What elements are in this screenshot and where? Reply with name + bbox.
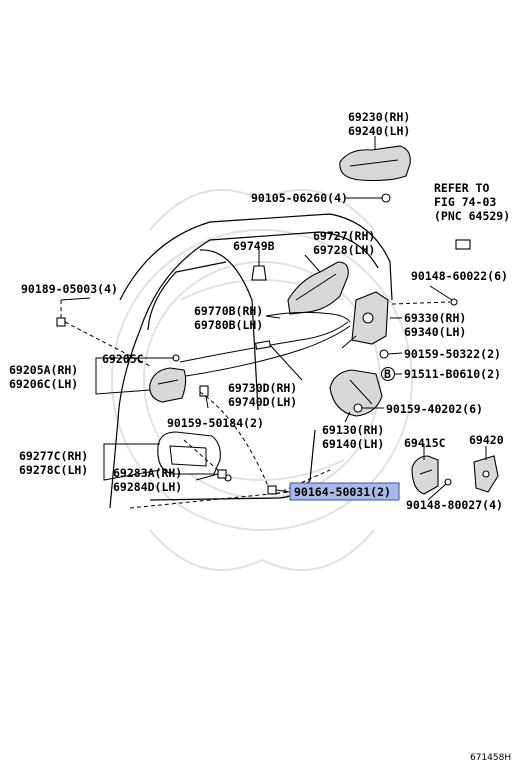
label-90159-b: 90159-50184(2) bbox=[167, 416, 264, 430]
label-69728: 69728(LH) bbox=[313, 243, 375, 257]
label-90148-a: 90148-60022(6) bbox=[411, 269, 508, 283]
door-cables bbox=[179, 321, 351, 377]
clip-69749 bbox=[251, 256, 267, 281]
label-69278: 69278C(LH) bbox=[19, 463, 88, 477]
label-90189: 90189-05003(4) bbox=[21, 282, 118, 296]
inside-handle bbox=[149, 354, 187, 403]
label-69284: 69284D(LH) bbox=[113, 480, 182, 494]
ref-part-64529 bbox=[455, 239, 471, 250]
label-69230: 69230(RH) bbox=[348, 110, 410, 124]
label-69730: 69730D(RH) bbox=[228, 381, 297, 395]
label-90164: 90164-50031(2) bbox=[294, 485, 391, 499]
leader-lines bbox=[60, 197, 487, 501]
label-69140: 69140(LH) bbox=[322, 437, 384, 451]
label-69206c: 69206C(LH) bbox=[9, 377, 78, 391]
lock-motor bbox=[329, 369, 383, 417]
label-69205c: 69205C bbox=[102, 352, 144, 366]
handle-link bbox=[287, 254, 349, 315]
label-90105: 90105-06260(4) bbox=[251, 191, 348, 205]
label-69330: 69330(RH) bbox=[404, 311, 466, 325]
label-69130: 69130(RH) bbox=[322, 423, 384, 437]
label-69415c: 69415C bbox=[404, 436, 446, 450]
highlight-90164 bbox=[289, 482, 400, 501]
part-labels: 69230(RH) 69240(LH) 90105-06260(4) REFER… bbox=[9, 110, 511, 763]
label-69740: 69740D(LH) bbox=[228, 395, 297, 409]
refer-line-2: FIG 74-03 bbox=[434, 195, 496, 209]
handle-bezel bbox=[157, 431, 232, 482]
label-91511: 91511-B0610(2) bbox=[404, 367, 501, 381]
refer-line-3: (PNC 64529) bbox=[434, 209, 510, 223]
screw-90164 bbox=[267, 485, 277, 495]
lock-rod bbox=[265, 311, 351, 323]
circle-b-marker-ring bbox=[380, 366, 396, 382]
door-lock bbox=[341, 291, 458, 359]
screw-90159-50184 bbox=[199, 385, 209, 397]
label-90159-a: 90159-50322(2) bbox=[404, 347, 501, 361]
label-69205a: 69205A(RH) bbox=[9, 363, 78, 377]
label-69727: 69727(RH) bbox=[313, 229, 375, 243]
label-69749: 69749B bbox=[233, 239, 275, 253]
label-69283: 69283A(RH) bbox=[113, 466, 182, 480]
label-69420: 69420 bbox=[469, 433, 504, 447]
label-90159-c: 90159-40202(6) bbox=[386, 402, 483, 416]
label-69277: 69277C(RH) bbox=[19, 449, 88, 463]
label-90148-b: 90148-80027(4) bbox=[406, 498, 503, 512]
label-69240: 69240(LH) bbox=[348, 124, 410, 138]
striker-plate bbox=[411, 455, 439, 495]
label-69340: 69340(LH) bbox=[404, 325, 466, 339]
outside-handle bbox=[339, 136, 411, 203]
leader-lines-dashed bbox=[60, 300, 331, 509]
label-69780: 69780B(LH) bbox=[194, 318, 263, 332]
bolt-90189 bbox=[56, 317, 66, 327]
label-69770: 69770B(RH) bbox=[194, 304, 263, 318]
refer-line-1: REFER TO bbox=[434, 181, 489, 195]
door-striker bbox=[444, 455, 499, 493]
clip-69283 bbox=[217, 469, 227, 479]
figure-number: 671458H bbox=[470, 753, 511, 763]
circle-b-marker: B bbox=[384, 367, 391, 381]
